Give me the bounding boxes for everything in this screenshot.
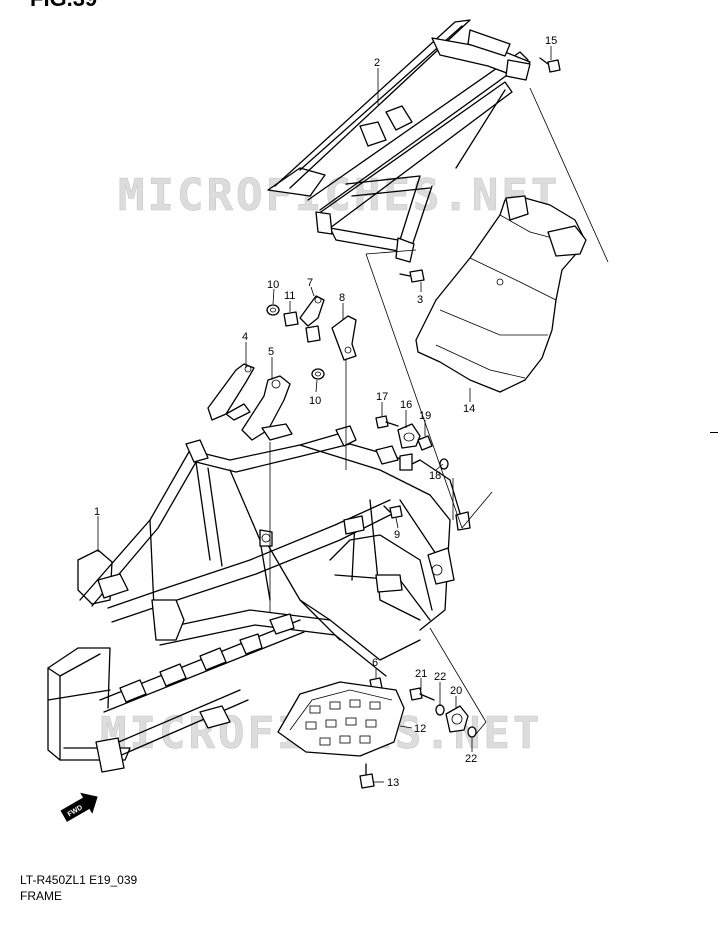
bolt-21: [409, 687, 435, 701]
callout-2: 2: [374, 57, 380, 69]
callout-19: 19: [419, 410, 431, 422]
callout-11: 11: [284, 290, 295, 302]
forward-arrow-icon: FWD: [60, 792, 98, 822]
figure-title: FIG.39: [30, 0, 97, 11]
callout-10-upper: 10: [267, 279, 279, 291]
callout-15: 15: [545, 35, 557, 47]
callout-13: 13: [387, 777, 399, 789]
callout-16: 16: [400, 399, 412, 411]
callout-22-upper: 22: [434, 671, 446, 683]
callout-numbers: 1 2 3 4 5 6 7 8 9 10 10 11 12 13 14 15 1…: [94, 35, 557, 789]
callout-5: 5: [268, 346, 274, 358]
model-code: LT-R450ZL1 E19_039: [20, 873, 138, 887]
washer-22-lower: [467, 726, 477, 738]
callout-18: 18: [429, 470, 441, 482]
leader-lines: [97, 46, 609, 783]
cushion-20: [445, 705, 469, 733]
callout-1: 1: [94, 506, 100, 518]
bolt-17: [375, 415, 399, 429]
section-name: FRAME: [20, 889, 62, 903]
callout-6: 6: [372, 657, 378, 669]
callout-8: 8: [339, 292, 345, 304]
bolt-3: [399, 269, 425, 283]
callout-20: 20: [450, 685, 462, 697]
callout-3: 3: [417, 294, 423, 306]
bolt-15: [539, 57, 561, 73]
main-frame: [47, 425, 471, 773]
skid-plate-12: [277, 681, 405, 757]
page-edge-mark: [710, 432, 718, 433]
callout-14: 14: [463, 403, 475, 415]
callout-17: 17: [376, 391, 388, 403]
callout-7: 7: [307, 277, 313, 289]
washer-10-upper: [266, 304, 280, 316]
rear-fender: [415, 195, 587, 393]
callout-21: 21: [415, 668, 427, 680]
nut-11: [283, 311, 299, 327]
bolt-13: [359, 763, 375, 789]
callout-9: 9: [394, 529, 400, 541]
washer-22-upper: [435, 704, 445, 716]
bracket-4: [207, 363, 255, 421]
bracket-7: [299, 295, 325, 343]
collar-19: [417, 435, 433, 451]
bolt-9: [383, 505, 403, 519]
cushion-16: [397, 423, 421, 449]
washer-10-lower: [311, 368, 325, 380]
callout-22-lower: 22: [465, 753, 477, 765]
bracket-5: [241, 375, 293, 441]
callout-10-lower: 10: [309, 395, 321, 407]
bracket-8: [331, 315, 357, 361]
callout-12: 12: [414, 723, 426, 735]
rear-subframe: [267, 19, 531, 263]
callout-4: 4: [242, 331, 248, 343]
